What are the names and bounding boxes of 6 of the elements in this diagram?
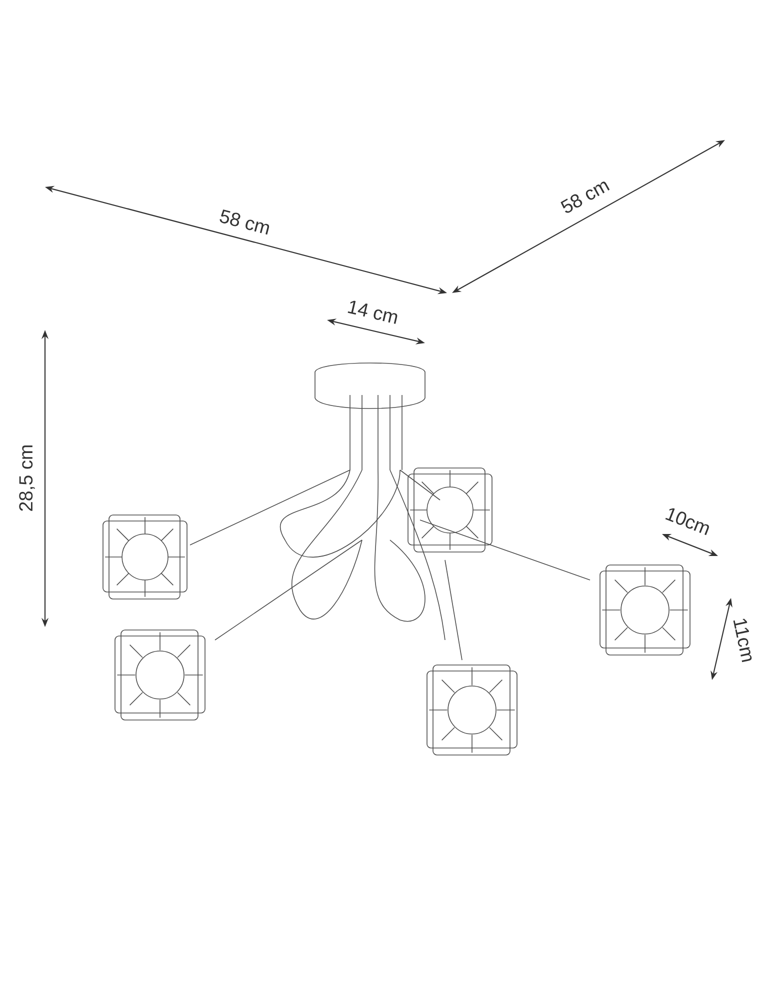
- dimension-label: 14 cm: [348, 300, 398, 324]
- dimension-label: 28,5 cm: [19, 446, 35, 511]
- dimension-label: 58 cm: [220, 210, 270, 235]
- dimension-label: 11cm: [733, 618, 752, 662]
- dimension-label: 58 cm: [560, 182, 610, 213]
- dimension-label: 10cm: [665, 508, 709, 536]
